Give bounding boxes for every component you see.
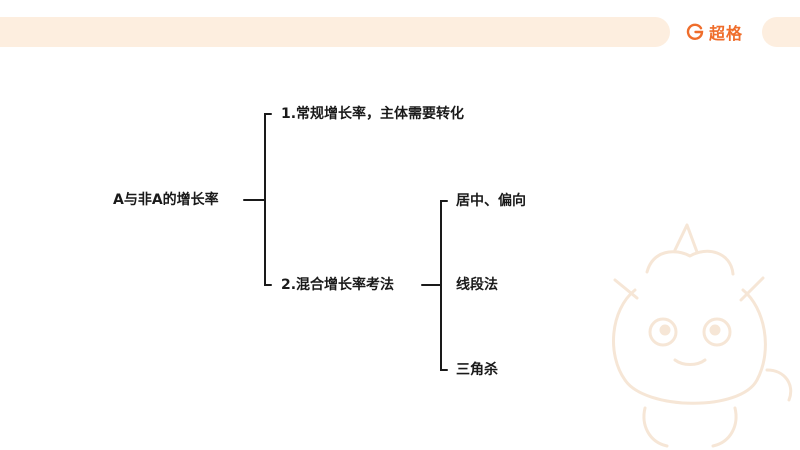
brand-logo: 超格 <box>686 21 743 43</box>
branch-bracket <box>264 113 272 286</box>
header-bar <box>0 17 670 47</box>
sub-bracket <box>440 200 448 371</box>
sub-node-1: 居中、偏向 <box>456 193 526 209</box>
root-node: A与非A的增长率 <box>113 192 219 208</box>
brand-name: 超格 <box>709 24 744 43</box>
sub-node-2: 线段法 <box>456 277 498 293</box>
header-bar-right <box>762 17 800 47</box>
branch-node-2: 2.混合增长率考法 <box>281 277 395 293</box>
brand-g-icon <box>686 23 704 40</box>
unicorn-mascot-watermark <box>612 223 793 448</box>
sub-node-3: 三角杀 <box>456 362 498 378</box>
branch-node-1: 1.常规增长率，主体需要转化 <box>281 106 465 122</box>
